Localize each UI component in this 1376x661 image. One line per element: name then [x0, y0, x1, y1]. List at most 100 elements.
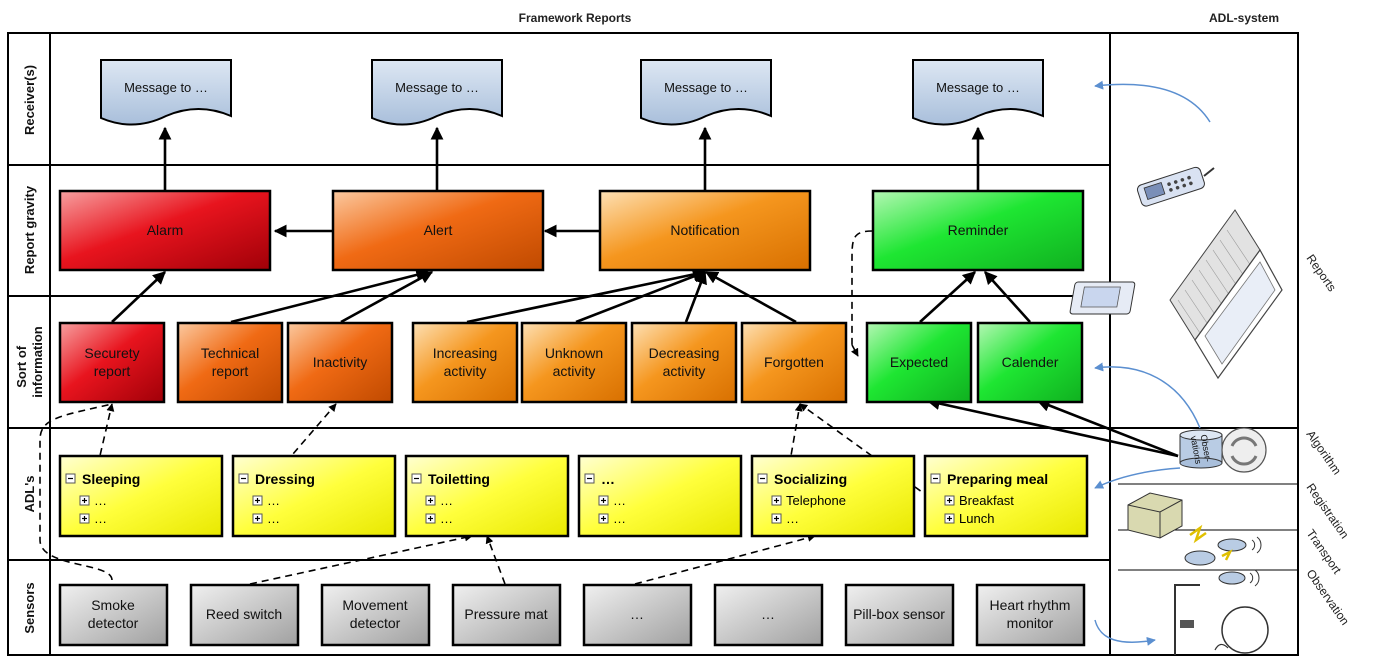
laptop-key-line	[1205, 259, 1231, 297]
registration-device-icon	[1127, 492, 1207, 544]
sensor-box-label: Pressure mat	[464, 606, 547, 622]
sort-box-label-line: report	[212, 363, 249, 379]
adl-box-item: …	[267, 511, 280, 526]
sensor-box-label-line: Reed switch	[206, 606, 282, 622]
sort-box-shape	[176, 321, 284, 404]
lightning-icon	[1189, 524, 1207, 544]
message-doc: Message to …	[100, 59, 232, 126]
message-doc: Message to …	[912, 59, 1044, 126]
arrow-sort-to-alert	[340, 270, 434, 324]
blue-arrow-to-adls	[1094, 467, 1181, 489]
observations-label-line: Obser-	[1199, 434, 1214, 463]
bed-sensor	[1180, 620, 1194, 628]
person-shoulder	[1214, 643, 1229, 651]
observations-icon: Obser-vations	[1179, 427, 1267, 473]
outer-frame	[7, 32, 1299, 656]
lane-label-adls: ADL's	[22, 475, 37, 512]
lane-label-sort-of-information: Sort of information	[14, 326, 45, 398]
sensor-box-shape	[975, 583, 1086, 647]
sensor-box-label: Pill-box sensor	[853, 606, 945, 622]
sensor-box: …	[713, 583, 824, 647]
sensor-box-shape	[844, 583, 955, 647]
mobile-phone-icon	[1136, 166, 1215, 207]
phone-screen	[1143, 182, 1166, 200]
lane-label-sensors: Sensors	[22, 582, 37, 633]
arrow-sort-to-notification	[575, 270, 707, 324]
adl-box-item: …	[94, 511, 107, 526]
phone-key	[1169, 188, 1173, 192]
adl-box-item: …	[440, 511, 453, 526]
phone-key	[1180, 178, 1185, 182]
sort-box-label-line: Unknown	[545, 345, 603, 361]
sort-box-label-line: activity	[553, 363, 596, 379]
adl-box: Sleeping……	[58, 454, 224, 538]
sort-box-shape	[740, 321, 848, 404]
laptop-key-line	[1212, 249, 1238, 287]
laptop-icon	[1169, 209, 1283, 380]
adl-box-item: …	[94, 493, 107, 508]
sensor-box-shape	[451, 583, 562, 647]
sensor-node	[1184, 550, 1216, 566]
phone-antenna	[1203, 167, 1215, 177]
sort-box-label: Expected	[890, 354, 948, 370]
sort-box: Forgotten	[740, 321, 848, 404]
message-doc-label: Message to …	[936, 80, 1020, 95]
adl-box-item: …	[786, 511, 799, 526]
arrow-observations-to-calender	[1036, 399, 1179, 458]
lane-label-line: Sort of	[14, 345, 29, 388]
connectors-layer	[39, 126, 1179, 585]
sensor-box-shape	[582, 583, 693, 647]
sensor-box-label: …	[630, 606, 644, 622]
lane-label-report-gravity: Report gravity	[22, 185, 37, 274]
sort-box-shape	[286, 321, 394, 404]
adl-box-title: Toiletting	[428, 471, 490, 487]
recycle-arrow-icon	[1230, 436, 1258, 447]
sort-box-label-line: Forgotten	[764, 354, 824, 370]
adl-box: SocializingTelephone…	[750, 454, 916, 538]
adl-box-item: …	[440, 493, 453, 508]
person-head-icon	[1221, 606, 1269, 654]
adl-box-item: Lunch	[959, 511, 994, 526]
sensor-box: Pressure mat	[451, 583, 562, 647]
gravity-box-label: Alarm	[147, 222, 184, 238]
message-doc-label: Message to …	[664, 80, 748, 95]
sort-box: Expected	[865, 321, 973, 404]
arrow-sort-to-notification	[684, 270, 707, 323]
recycle-icon	[1221, 427, 1267, 473]
gravity-box-shape	[598, 189, 812, 272]
sort-box-label-line: Technical	[201, 345, 259, 361]
arrow-sort-to-alert	[230, 268, 430, 324]
dashed-pressure-to-toiletting	[485, 535, 506, 585]
sort-box-label-line: Inactivity	[313, 354, 367, 370]
observations-label-line: vations	[1189, 435, 1204, 465]
phone-key	[1173, 180, 1178, 184]
phone-key	[1187, 175, 1191, 180]
sensor-box-label-line: …	[761, 606, 775, 622]
sort-box-label-line: Securety	[84, 345, 139, 361]
pda-icon	[1069, 281, 1136, 315]
message-doc: Message to …	[371, 59, 503, 126]
laptop-key-line	[1219, 239, 1245, 277]
adl-system-panel: Obser-vationsReportsAlgorithmRegistratio…	[1069, 80, 1352, 655]
sort-box-label-line: Calender	[1002, 354, 1059, 370]
gravity-box-label: Notification	[670, 222, 739, 238]
transport-sensors-icon	[1184, 536, 1262, 566]
arrow-sort-to-reminder	[984, 271, 1031, 323]
sensor-node	[1218, 571, 1246, 585]
arrow-sort-to-reminder	[919, 271, 976, 323]
sensor-box-label-line: …	[630, 606, 644, 622]
sort-box-label-line: Decreasing	[649, 345, 720, 361]
laptop-key-line	[1226, 229, 1252, 267]
signal-waves-icon	[1249, 569, 1260, 587]
gravity-box-reminder: Reminder	[871, 189, 1085, 272]
gravity-box-label: Alert	[424, 222, 453, 238]
sensor-box: …	[582, 583, 693, 647]
sort-box-label: Unknown activity	[545, 345, 603, 379]
dashed-preparing-meal-to-forgotten	[799, 403, 941, 506]
sort-box-label: Technical report	[201, 345, 259, 379]
